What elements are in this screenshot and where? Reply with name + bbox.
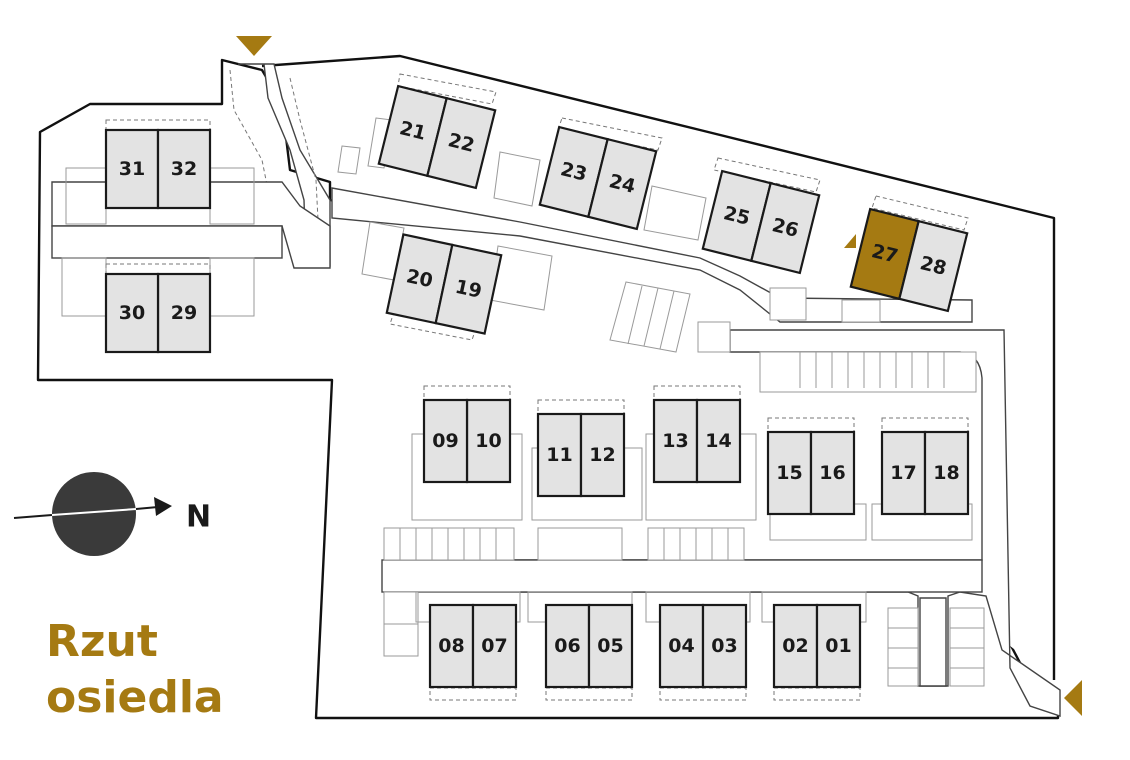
house-shape-30[interactable] [104,272,160,354]
house-unit-27[interactable]: 27 [849,207,921,301]
unit-label-08: 08 [438,635,464,657]
house-unit-20[interactable]: 20 [385,233,454,325]
house-shape-12[interactable] [579,412,626,498]
exit-arrow-icon [1064,680,1082,716]
house-shape-24[interactable] [586,137,658,231]
parking-north-east [759,351,977,393]
plan-title: Rzut osiedla [46,614,224,726]
house-unit-05[interactable]: 05 [587,603,634,689]
unit-label-11: 11 [546,444,572,466]
house-shape-06[interactable] [544,603,591,689]
house-shape-19[interactable] [434,243,503,335]
entrance-arrow-icon [236,36,272,56]
unit-label-06: 06 [554,635,580,657]
house-unit-16[interactable]: 16 [809,430,856,516]
house-unit-08[interactable]: 08 [428,603,475,689]
unit-label-17: 17 [890,462,916,484]
upper-road [331,187,973,323]
unit-label-12: 12 [589,444,615,466]
unit-label-01: 01 [825,635,851,657]
unit-label-32: 32 [171,158,197,180]
plan-title-line1: Rzut [46,616,158,667]
unit-label-10: 10 [475,430,501,452]
unit-label-13: 13 [662,430,688,452]
house-unit-02[interactable]: 02 [772,603,819,689]
unit-label-30: 30 [119,302,145,324]
unit-label-14: 14 [705,430,731,452]
house-shape-05[interactable] [587,603,634,689]
house-unit-29[interactable]: 29 [156,272,212,354]
house-unit-22[interactable]: 22 [425,96,497,190]
compass-icon: N [13,472,211,556]
house-unit-26[interactable]: 26 [749,181,821,275]
south-lane [381,559,983,593]
house-shape-09[interactable] [422,398,469,484]
house-shape-22[interactable] [425,96,497,190]
house-shape-02[interactable] [772,603,819,689]
house-shape-32[interactable] [156,128,212,210]
house-shape-13[interactable] [652,398,699,484]
plan-title-line2: osiedla [46,672,224,723]
parking-middle [609,281,881,353]
house-shape-16[interactable] [809,430,856,516]
exit-lane [919,597,947,687]
house-unit-19[interactable]: 19 [434,243,503,335]
house-unit-09[interactable]: 09 [422,398,469,484]
house-unit-13[interactable]: 13 [652,398,699,484]
unit-label-20: 20 [404,265,434,292]
unit-label-05: 05 [597,635,623,657]
road-dash-top-2 [289,77,321,261]
house-unit-04[interactable]: 04 [658,603,705,689]
house-unit-30[interactable]: 30 [104,272,160,354]
house-shape-14[interactable] [695,398,742,484]
unit-label-29: 29 [171,302,197,324]
house-shape-04[interactable] [658,603,705,689]
house-shape-11[interactable] [536,412,583,498]
west-road-lane [51,225,283,259]
house-unit-07[interactable]: 07 [471,603,518,689]
house-unit-14[interactable]: 14 [695,398,742,484]
unit-label-03: 03 [711,635,737,657]
house-unit-24[interactable]: 24 [586,137,658,231]
house-unit-17[interactable]: 17 [880,430,927,516]
house-shape-15[interactable] [766,430,813,516]
unit-label-09: 09 [432,430,458,452]
house-unit-28[interactable]: 28 [897,219,969,313]
unit-entrance-arrow-icon [844,234,856,248]
house-unit-15[interactable]: 15 [766,430,813,516]
house-unit-10[interactable]: 10 [465,398,512,484]
house-unit-18[interactable]: 18 [923,430,970,516]
unit-label-07: 07 [481,635,507,657]
houses-layer: 10 11 12 13 14 15 16 17 18 29 30 31 32 09 08 07 06 05 04 03… [104,84,970,689]
house-shape-01[interactable] [815,603,862,689]
house-shape-26[interactable] [749,181,821,275]
unit-label-15: 15 [776,462,802,484]
house-unit-11[interactable]: 11 [536,412,583,498]
unit-label-02: 02 [782,635,808,657]
house-unit-32[interactable]: 32 [156,128,212,210]
house-shape-07[interactable] [471,603,518,689]
unit-label-18: 18 [933,462,959,484]
house-unit-03[interactable]: 03 [701,603,748,689]
unit-label-04: 04 [668,635,694,657]
unit-label-31: 31 [119,158,145,180]
house-unit-01[interactable]: 01 [815,603,862,689]
house-shape-31[interactable] [104,128,160,210]
unit-label-19: 19 [453,276,483,303]
compass-north-label: N [186,500,211,535]
parking-south [383,527,985,687]
house-shape-28[interactable] [897,219,969,313]
house-shape-03[interactable] [701,603,748,689]
house-unit-31[interactable]: 31 [104,128,160,210]
house-unit-06[interactable]: 06 [544,603,591,689]
house-unit-12[interactable]: 12 [579,412,626,498]
house-shape-18[interactable] [923,430,970,516]
unit-label-16: 16 [819,462,845,484]
